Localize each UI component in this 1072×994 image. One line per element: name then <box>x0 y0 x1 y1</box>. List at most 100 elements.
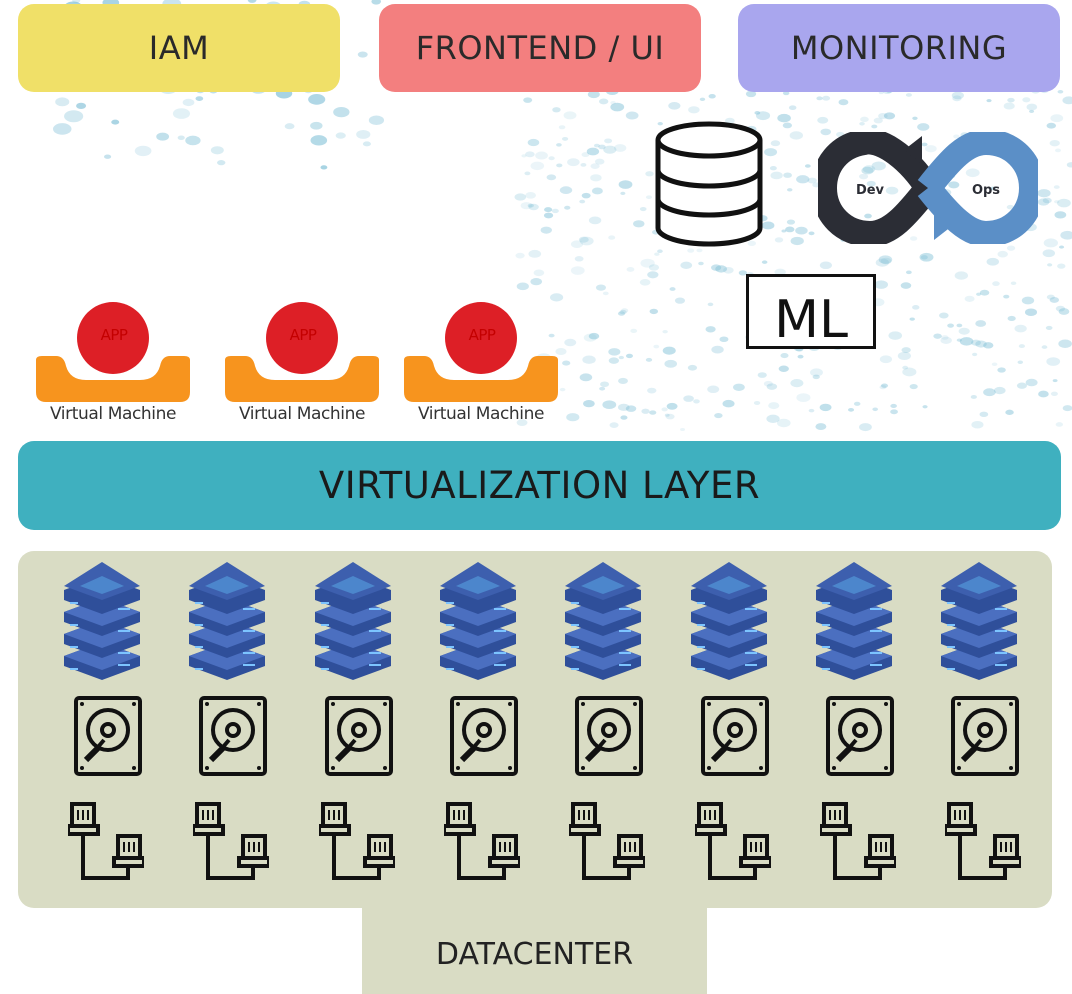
hardware-column <box>812 560 912 890</box>
background-dot <box>515 252 525 259</box>
background-dot <box>1017 360 1024 364</box>
background-dot <box>979 411 989 418</box>
background-dot <box>680 427 686 432</box>
background-dot <box>527 138 540 147</box>
background-dot <box>608 235 616 240</box>
background-dot <box>808 408 815 413</box>
background-dot <box>993 386 1006 395</box>
background-dot <box>688 106 700 114</box>
background-dot <box>888 331 903 340</box>
background-dot <box>817 116 829 124</box>
network-cable-icon <box>819 802 896 880</box>
background-dot <box>983 388 996 397</box>
background-dot <box>964 295 975 302</box>
background-dot <box>664 413 670 417</box>
background-dot <box>579 373 593 382</box>
background-dot <box>614 144 627 152</box>
background-dot <box>1058 339 1072 348</box>
hardware-column <box>937 560 1037 890</box>
vm-tray-icon <box>225 302 379 402</box>
background-dot <box>783 172 792 178</box>
background-dot <box>1021 296 1035 305</box>
background-dot <box>177 135 185 140</box>
background-dot <box>664 359 678 368</box>
background-dot <box>1022 97 1031 103</box>
background-dot <box>933 333 942 339</box>
background-dot <box>1042 197 1052 204</box>
background-dot <box>551 208 559 214</box>
background-dot <box>156 132 170 141</box>
background-dot <box>991 362 998 367</box>
background-dot <box>320 165 328 170</box>
background-dot <box>111 119 120 125</box>
background-dot <box>769 166 777 171</box>
background-dot <box>1053 185 1060 189</box>
background-dot <box>1055 422 1064 427</box>
background-dot <box>1006 245 1016 251</box>
background-dot <box>1018 344 1025 349</box>
background-dot <box>535 151 548 160</box>
background-dot <box>525 151 535 158</box>
background-dot <box>956 323 963 328</box>
background-dot <box>975 340 987 348</box>
background-dot <box>778 365 789 372</box>
background-dot <box>786 219 796 225</box>
background-dot <box>371 0 382 5</box>
hard-drive-icon <box>825 696 894 776</box>
background-dot <box>610 100 616 105</box>
background-dot <box>975 320 987 327</box>
background-dot <box>653 344 660 349</box>
background-dot <box>941 335 949 340</box>
background-dot <box>1057 89 1064 94</box>
network-cable-icon <box>945 802 1022 880</box>
background-dot <box>874 280 888 289</box>
server-stack-icon <box>690 562 767 680</box>
background-dot <box>1043 238 1058 248</box>
background-dot <box>525 191 536 199</box>
background-dot <box>909 383 918 390</box>
background-dot <box>558 125 566 130</box>
background-dot <box>939 312 949 319</box>
server-stack-icon <box>189 562 266 680</box>
background-dot <box>134 145 152 157</box>
background-dot <box>610 102 625 112</box>
vm-tray-icon <box>404 302 558 402</box>
background-dot <box>905 270 912 275</box>
background-dot <box>909 317 915 321</box>
background-dot <box>640 258 655 268</box>
background-dot <box>591 187 603 195</box>
background-dot <box>859 122 865 126</box>
background-dot <box>581 152 590 158</box>
background-dot <box>603 145 617 154</box>
background-dot <box>796 175 810 184</box>
background-dot <box>520 202 533 210</box>
background-dot <box>707 385 720 394</box>
virtual-machine: APP Virtual Machine <box>402 300 560 432</box>
background-dot <box>588 332 600 340</box>
background-dot <box>879 385 887 390</box>
background-dot <box>578 236 589 243</box>
background-dot <box>210 146 224 155</box>
background-dot <box>583 400 595 408</box>
background-dot <box>781 229 787 233</box>
background-dot <box>1058 308 1070 315</box>
background-dot <box>872 407 879 412</box>
background-dot <box>574 256 584 262</box>
background-dot <box>723 266 734 274</box>
background-dot <box>693 399 700 404</box>
background-dot <box>564 205 571 210</box>
background-dot <box>1055 305 1066 312</box>
background-dot <box>959 337 974 346</box>
background-dot <box>543 212 554 219</box>
background-dot <box>687 364 698 371</box>
background-dot <box>172 108 191 119</box>
virtual-machine: APP Virtual Machine <box>34 300 192 432</box>
background-dot <box>563 111 577 120</box>
background-dot <box>804 164 811 168</box>
background-dot <box>986 99 992 103</box>
background-dot <box>755 111 771 121</box>
hard-drive-icon <box>449 696 518 776</box>
app-label: APP <box>289 326 317 344</box>
hardware-column <box>60 560 160 890</box>
background-dot <box>598 98 609 105</box>
